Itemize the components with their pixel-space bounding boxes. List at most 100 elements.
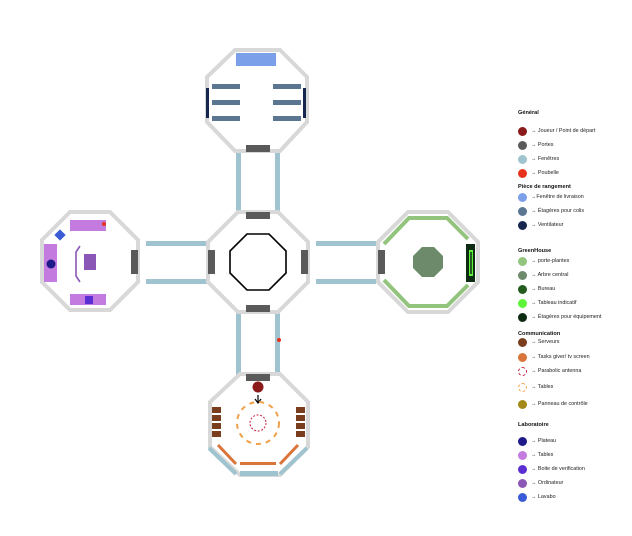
communication-room-wall bbox=[208, 372, 310, 477]
legend-item-label: → Lavabo bbox=[531, 494, 556, 500]
comm-window-left bbox=[207, 446, 238, 476]
lab-computer bbox=[84, 254, 96, 270]
player-direction-arrowhead bbox=[254, 398, 262, 404]
hub-door-west bbox=[208, 250, 215, 274]
hub-door-south bbox=[246, 305, 270, 312]
legend-section-title: Général bbox=[518, 110, 539, 116]
central-tree bbox=[413, 247, 443, 277]
legend-item-label: → Plateau bbox=[531, 438, 557, 444]
lab-tray bbox=[46, 259, 56, 269]
legend-item-label: → Ordinateur bbox=[531, 480, 564, 486]
legend-item: → Ordinateur bbox=[518, 477, 563, 489]
comm-door bbox=[246, 374, 270, 381]
legend-item-label: → Fenêtres bbox=[531, 156, 560, 162]
corridor-south-window-left bbox=[236, 313, 241, 375]
delivery-window bbox=[236, 53, 276, 66]
fan-west bbox=[206, 88, 209, 118]
legend-swatch bbox=[518, 298, 527, 308]
package-shelf bbox=[212, 116, 240, 121]
legend-item-label: → Boite de verification bbox=[531, 466, 585, 472]
corridor-west-window-bottom bbox=[146, 279, 208, 284]
server-rack bbox=[296, 423, 305, 429]
corridor-north-window-left bbox=[236, 152, 241, 212]
legend-item-label: → Tables bbox=[531, 452, 554, 458]
legend-item-label: → Tableau indicatif bbox=[531, 300, 577, 306]
server-rack bbox=[296, 407, 305, 413]
plant-holders-top bbox=[382, 216, 470, 246]
legend-item: → Bureau bbox=[518, 283, 555, 295]
trash-bin-marker bbox=[277, 338, 281, 342]
legend-item: → Parabolic antenna bbox=[518, 365, 581, 377]
legend-section-title: Laboratoire bbox=[518, 422, 549, 428]
legend-item-label: → Tasks giver/ tv screen bbox=[531, 354, 590, 360]
legend-swatch bbox=[518, 399, 527, 409]
comm-window-bottom bbox=[240, 471, 278, 476]
legend-item: → Arbre central bbox=[518, 269, 568, 281]
legend-item: → Panneau de contrôle bbox=[518, 398, 588, 410]
legend-item-label: → Poubelle bbox=[531, 170, 559, 176]
server-rack bbox=[212, 407, 221, 413]
legend-swatch bbox=[518, 464, 527, 474]
lab-sink bbox=[54, 229, 66, 241]
comm-tables-ring bbox=[236, 401, 280, 445]
legend-item: → Fenêtres bbox=[518, 153, 559, 165]
central-hub bbox=[206, 210, 310, 314]
legend-item-label: → Portes bbox=[531, 142, 554, 148]
legend-item: → Tables bbox=[518, 381, 553, 393]
server-rack bbox=[296, 431, 305, 437]
legend-swatch bbox=[518, 126, 527, 136]
legend-swatch bbox=[518, 220, 527, 230]
corridor-east-window-top bbox=[316, 241, 376, 246]
legend-item-label: → Étagères pour équipement bbox=[531, 314, 602, 320]
legend-item-label: → porte-plantes bbox=[531, 258, 570, 264]
legend-item: → Joueur / Point de départ bbox=[518, 125, 595, 137]
legend-item-label: → Ventilateur bbox=[531, 222, 564, 228]
legend-item: → Étagères pour colis bbox=[518, 205, 584, 217]
legend-item-label: → Tables bbox=[531, 384, 554, 390]
legend-swatch bbox=[518, 450, 527, 460]
legend-item: →Fenêtre de livraison bbox=[518, 191, 584, 203]
legend-item: → Lavabo bbox=[518, 491, 556, 503]
control-panel-lower-left bbox=[216, 443, 238, 466]
hub-door-east bbox=[301, 250, 308, 274]
plant-holders-bottom bbox=[382, 278, 470, 308]
legend-item-label: →Fenêtre de livraison bbox=[531, 194, 584, 200]
legend-swatch bbox=[518, 270, 527, 280]
legend-section-title: Communication bbox=[518, 331, 561, 337]
legend-swatch bbox=[518, 140, 527, 150]
legend-section-title: GreenHouse bbox=[518, 248, 552, 254]
lab-door bbox=[131, 250, 138, 274]
fan-east bbox=[303, 88, 306, 118]
legend-item-label: → Serveurs bbox=[531, 339, 560, 345]
legend-item: → Poubelle bbox=[518, 167, 559, 179]
control-panel-lower-right bbox=[278, 443, 300, 466]
communication-room bbox=[207, 372, 310, 477]
hub-center-octagon bbox=[229, 233, 287, 291]
verification-box bbox=[85, 296, 93, 304]
legend-item: → Boite de verification bbox=[518, 463, 585, 475]
corridor-south-window-right bbox=[275, 313, 280, 375]
server-rack bbox=[212, 423, 221, 429]
legend-item: → Serveurs bbox=[518, 336, 559, 348]
server-rack bbox=[296, 415, 305, 421]
corridor-north-window-right bbox=[275, 152, 280, 212]
legend-swatch bbox=[518, 284, 527, 294]
greenhouse-door bbox=[378, 250, 385, 274]
legend-item-label: → Parabolic antenna bbox=[531, 368, 582, 374]
legend-swatch bbox=[518, 492, 527, 502]
legend-swatch bbox=[518, 478, 527, 488]
lab-bench-outline bbox=[75, 245, 81, 283]
legend-item-label: → Bureau bbox=[531, 286, 556, 292]
lab-table-top bbox=[70, 220, 106, 231]
corridors bbox=[146, 152, 376, 375]
corridor-west-window-top bbox=[146, 241, 208, 246]
legend-swatch bbox=[518, 337, 527, 347]
legend-item: → Étagères pour équipement bbox=[518, 311, 601, 323]
hub-wall bbox=[206, 210, 310, 314]
legend-swatch bbox=[518, 436, 527, 446]
legend-swatch bbox=[518, 366, 527, 376]
comm-window-right bbox=[278, 446, 309, 476]
legend-item: → Portes bbox=[518, 139, 553, 151]
legend-swatch bbox=[518, 154, 527, 164]
legend-item: → Tableau indicatif bbox=[518, 297, 576, 309]
